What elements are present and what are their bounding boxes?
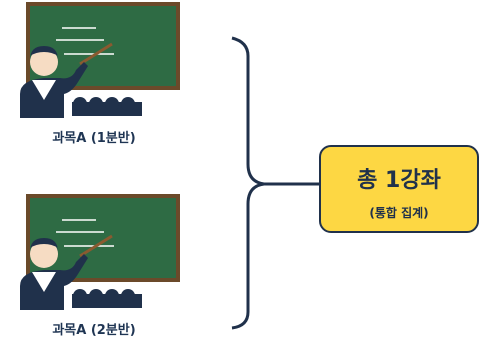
class-label-2: 과목A (2분반) xyxy=(52,323,136,338)
classroom-teacher-icon xyxy=(20,194,180,310)
right-brace-icon xyxy=(231,36,320,330)
total-title: 총 1강좌 xyxy=(357,168,441,193)
total-box: 총 1강좌 (통합 집계) xyxy=(319,145,479,233)
classroom-icon-2 xyxy=(14,192,184,322)
chalkboard xyxy=(30,198,176,278)
class-label-1: 과목A (1분반) xyxy=(52,131,136,146)
chalkboard xyxy=(30,6,176,86)
classroom-icon-1 xyxy=(14,0,184,130)
total-subtitle: (통합 집계) xyxy=(369,206,429,220)
classroom-teacher-icon xyxy=(20,2,180,118)
